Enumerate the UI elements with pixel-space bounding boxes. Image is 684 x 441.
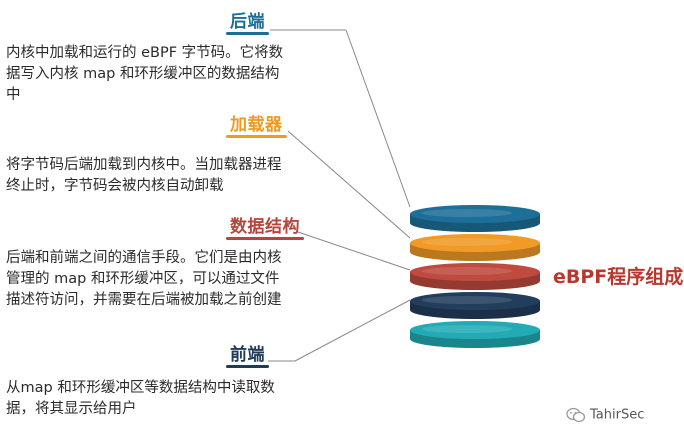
desc-line: 管理的 map 和环形缓冲区，可以通过文件 <box>6 271 280 287</box>
desc-line: 终止时，字节码会被内核自动卸载 <box>6 178 224 194</box>
disk-highlight <box>421 208 513 218</box>
connector-frontend-diag <box>294 299 411 362</box>
desc-line: 后端和前端之间的通信手段。它们是由内核 <box>6 250 282 266</box>
disk-top <box>410 234 540 252</box>
wechat-icon <box>566 407 586 423</box>
main-title: eBPF程序组成 <box>553 266 684 288</box>
component-title-loader: 加载器 <box>226 110 287 138</box>
watermark: TahirSec <box>566 407 644 423</box>
desc-line: 中 <box>6 87 21 103</box>
desc-line: 从map 和环形缓冲区等数据结构中读取数 <box>6 380 275 396</box>
stack-disk-5 <box>410 321 540 348</box>
title-underline <box>226 237 304 240</box>
title-underline <box>226 365 269 368</box>
connector-datastruct <box>297 231 411 271</box>
disk-top <box>410 205 540 223</box>
component-desc-loader: 将字节码后端加载到内核中。当加载器进程 终止时，字节码会被内核自动卸载 <box>6 155 336 197</box>
title-underline <box>226 135 287 138</box>
desc-line: 内核中加载和运行的 eBPF 字节码。它将数 <box>6 45 284 61</box>
stack-disk-2 <box>410 234 540 261</box>
connector-backend-diag <box>345 29 411 208</box>
disk-highlight <box>421 295 513 305</box>
desc-line: 描述符访问，并需要在后端被加载之前创建 <box>6 292 282 308</box>
disk-top <box>410 263 540 281</box>
stack-disk-1 <box>410 205 540 232</box>
disk-highlight <box>421 266 513 276</box>
stack-disk-3 <box>410 263 540 290</box>
desc-line: 据，将其显示给用户 <box>6 401 137 417</box>
stack-disk-4 <box>410 292 540 319</box>
desc-line: 据写入内核 map 和环形缓冲区的数据结构 <box>6 66 280 82</box>
component-desc-backend: 内核中加载和运行的 eBPF 字节码。它将数 据写入内核 map 和环形缓冲区的… <box>6 43 336 106</box>
component-desc-datastruct: 后端和前端之间的通信手段。它们是由内核 管理的 map 和环形缓冲区，可以通过文… <box>6 248 336 311</box>
component-title-backend: 后端 <box>226 7 269 35</box>
component-title-datastruct: 数据结构 <box>226 212 304 240</box>
disk-highlight <box>421 324 513 334</box>
component-title-frontend: 前端 <box>226 340 269 368</box>
component-desc-frontend: 从map 和环形缓冲区等数据结构中读取数 据，将其显示给用户 <box>6 378 336 420</box>
disk-top <box>410 321 540 339</box>
connector-loader <box>287 130 411 239</box>
disk-highlight <box>421 237 513 247</box>
desc-line: 将字节码后端加载到内核中。当加载器进程 <box>6 157 282 173</box>
watermark-text: TahirSec <box>590 407 645 423</box>
disk-top <box>410 292 540 310</box>
title-underline <box>226 32 269 35</box>
